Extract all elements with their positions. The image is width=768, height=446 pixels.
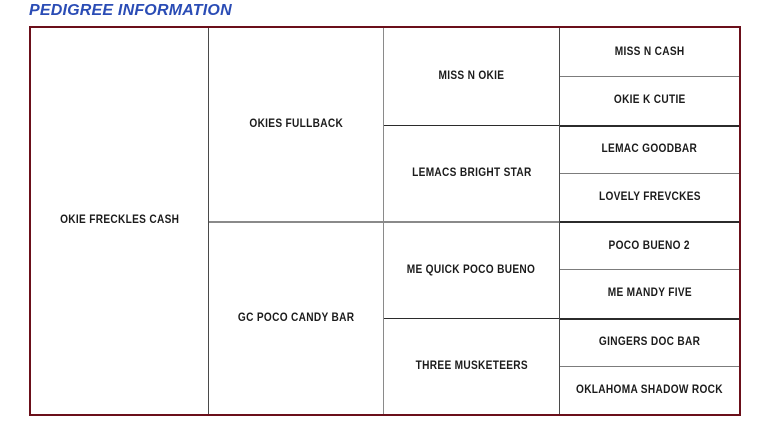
pedigree-table: OKIE FRECKLES CASH OKIES FULLBACK GC POC… xyxy=(29,26,741,416)
pedigree-cell-label: LEMACS BRIGHT STAR xyxy=(411,166,532,179)
pedigree-cell-grandparent-4[interactable]: THREE MUSKETEERS xyxy=(383,317,560,415)
pedigree-cell-label: ME QUICK POCO BUENO xyxy=(407,263,536,276)
pedigree-cell-greatgrandparent-2[interactable]: OKIE K CUTIE xyxy=(560,76,739,124)
pedigree-cell-grandparent-1[interactable]: MISS N OKIE xyxy=(384,28,559,125)
pedigree-cell-label: OKIE FRECKLES CASH xyxy=(60,214,180,227)
pedigree-cell-label: GINGERS DOC BAR xyxy=(598,336,701,349)
pedigree-cell-label: ME MANDY FIVE xyxy=(607,287,692,300)
pedigree-cell-label: LOVELY FREVCKES xyxy=(598,190,701,203)
pedigree-cell-label: MISS N OKIE xyxy=(438,69,505,82)
pedigree-column-generation-4: MISS N CASH OKIE K CUTIE LEMAC GOODBAR L… xyxy=(559,28,739,414)
pedigree-cell-label: OKIE K CUTIE xyxy=(613,94,686,107)
pedigree-column-generation-2: OKIES FULLBACK GC POCO CANDY BAR xyxy=(208,28,383,414)
pedigree-cell-label: LEMAC GOODBAR xyxy=(601,143,698,156)
pedigree-cell-greatgrandparent-7[interactable]: GINGERS DOC BAR xyxy=(560,317,739,366)
pedigree-cell-greatgrandparent-8[interactable]: OKLAHOMA SHADOW ROCK xyxy=(560,365,739,414)
pedigree-cell-grandparent-3[interactable]: ME QUICK POCO BUENO xyxy=(383,221,560,318)
pedigree-cell-dam[interactable]: GC POCO CANDY BAR xyxy=(209,221,383,414)
pedigree-cell-greatgrandparent-5[interactable]: POCO BUENO 2 xyxy=(560,221,739,269)
pedigree-cell-grandparent-2[interactable]: LEMACS BRIGHT STAR xyxy=(383,124,560,222)
pedigree-cell-greatgrandparent-1[interactable]: MISS N CASH xyxy=(560,28,739,76)
pedigree-cell-label: THREE MUSKETEERS xyxy=(415,359,528,372)
pedigree-cell-label: MISS N CASH xyxy=(614,45,685,58)
pedigree-cell-greatgrandparent-3[interactable]: LEMAC GOODBAR xyxy=(560,124,739,173)
page-title: PEDIGREE INFORMATION xyxy=(29,2,232,19)
pedigree-cell-label: OKIES FULLBACK xyxy=(249,117,343,130)
pedigree-cell-subject[interactable]: OKIE FRECKLES CASH xyxy=(31,28,208,414)
pedigree-column-generation-1: OKIE FRECKLES CASH xyxy=(31,28,208,414)
pedigree-cell-greatgrandparent-4[interactable]: LOVELY FREVCKES xyxy=(560,172,739,221)
pedigree-column-generation-3: MISS N OKIE LEMACS BRIGHT STAR ME QUICK … xyxy=(382,28,560,415)
pedigree-cell-label: POCO BUENO 2 xyxy=(608,239,691,252)
pedigree-cell-greatgrandparent-6[interactable]: ME MANDY FIVE xyxy=(560,269,739,317)
pedigree-cell-label: GC POCO CANDY BAR xyxy=(237,311,355,324)
pedigree-cell-label: OKLAHOMA SHADOW ROCK xyxy=(576,383,723,396)
pedigree-cell-sire[interactable]: OKIES FULLBACK xyxy=(209,28,382,221)
